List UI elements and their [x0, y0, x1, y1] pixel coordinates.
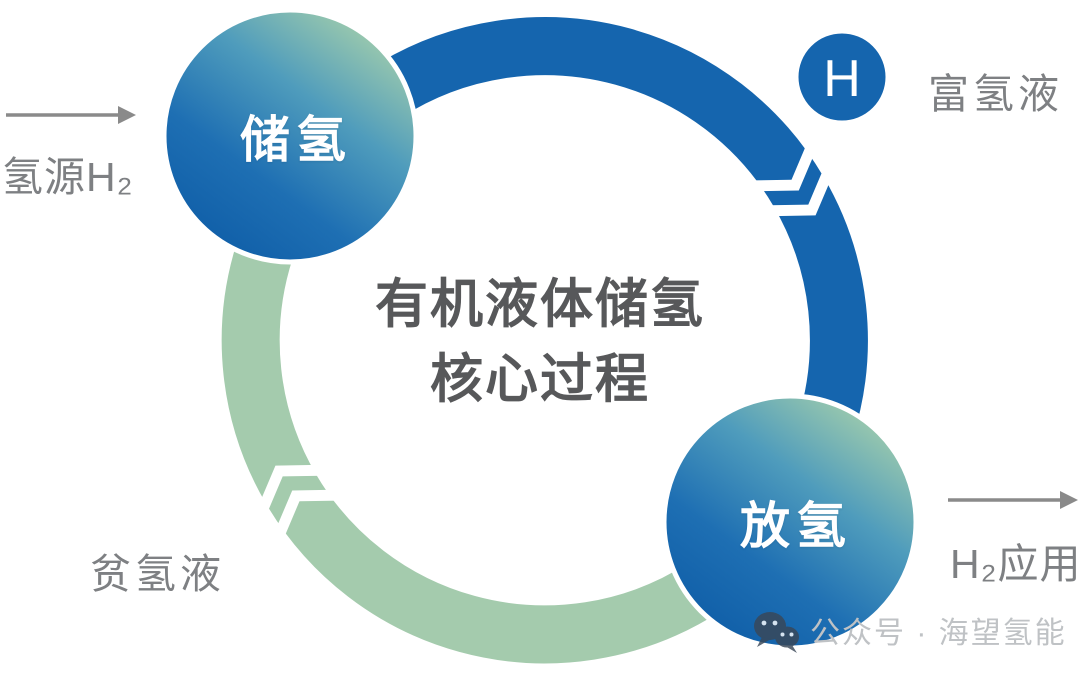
diagram-title-line1: 有机液体储氢 [375, 275, 705, 334]
lean-arc-chevron-icon [256, 464, 348, 546]
source-arrow-icon [6, 106, 136, 124]
release-node-label: 放氢 [740, 498, 852, 554]
source-label: 氢源H₂ [2, 154, 134, 200]
watermark-text: 公众号 · 海望氢能 [810, 617, 1067, 650]
h-symbol-label: H [823, 50, 861, 108]
store-node-label: 储氢 [240, 112, 352, 168]
rich-arc-chevron-icon [743, 135, 835, 217]
wechat-icon [754, 612, 799, 653]
lean-liquid-label: 贫氢液 [90, 551, 225, 597]
lean-liquid-arc [221, 132, 810, 664]
store-node-circle [161, 7, 419, 265]
application-label: H₂应用 [950, 541, 1080, 587]
hydrogen-node-circle [795, 30, 889, 124]
rich-liquid-label: 富氢液 [928, 71, 1063, 117]
diagram-title-line2: 核心过程 [430, 350, 650, 409]
rich-liquid-arc [280, 17, 868, 548]
application-arrow-icon [948, 491, 1078, 509]
